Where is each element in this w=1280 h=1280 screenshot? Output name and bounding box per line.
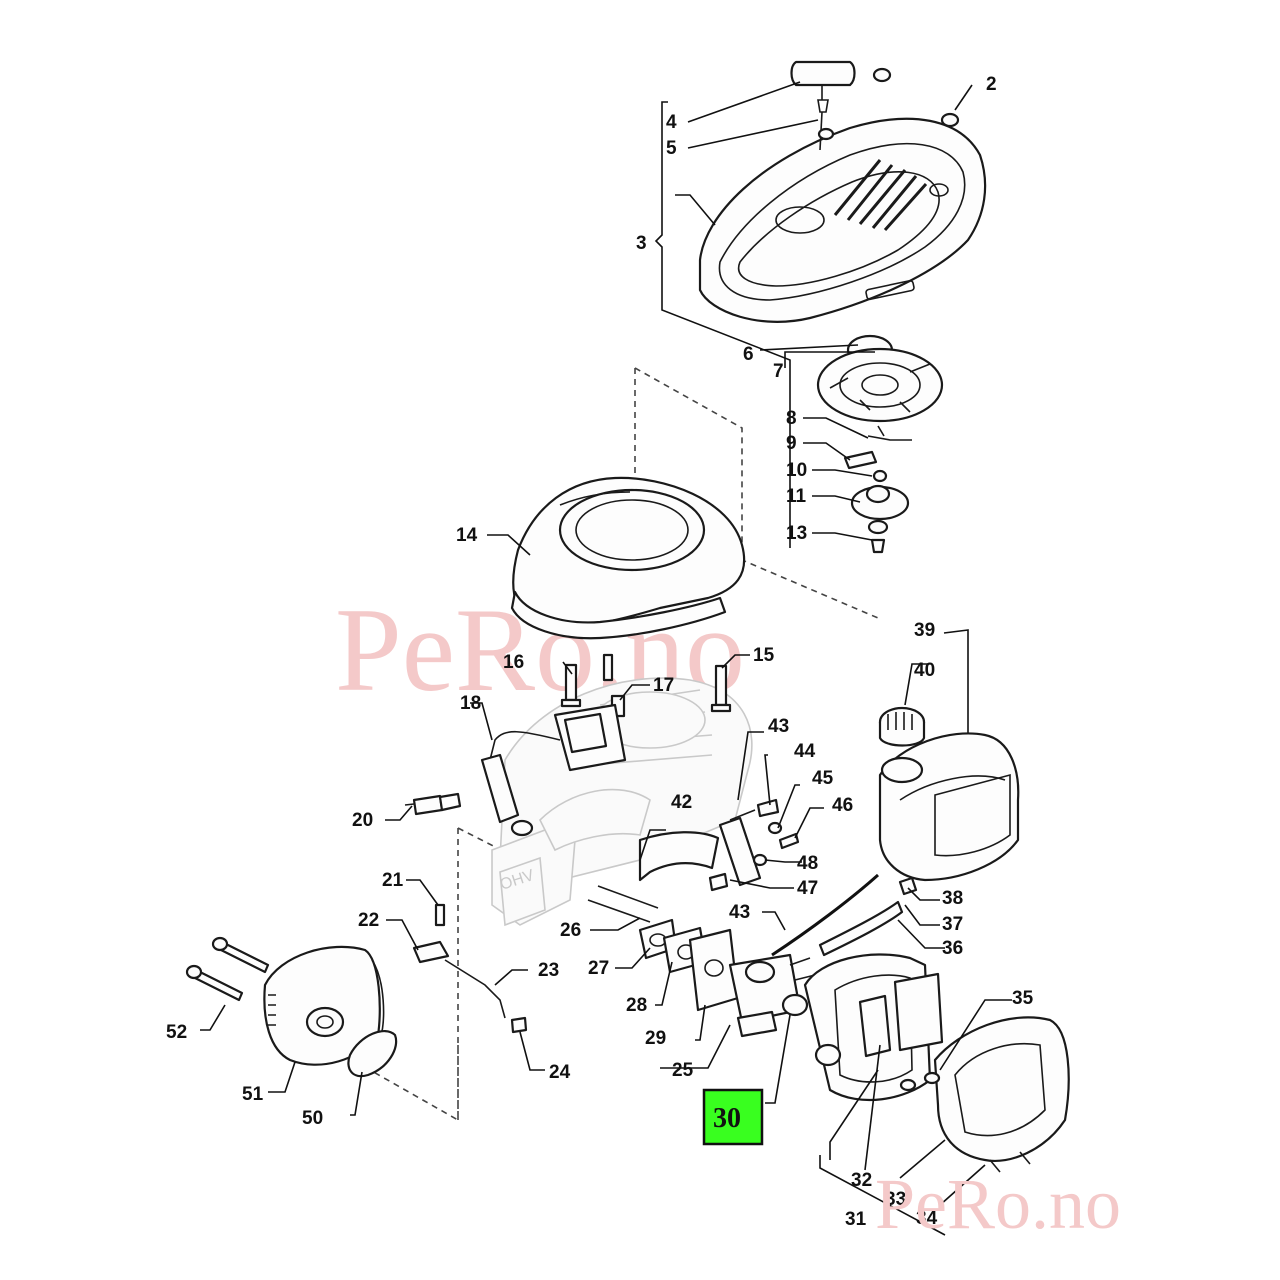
flywheel-hub: [850, 484, 910, 554]
blower-housing: [510, 476, 746, 640]
callout-18: 18: [460, 693, 481, 714]
starter-cover: [698, 117, 987, 323]
callout-37: 37: [942, 914, 963, 935]
callout-29: 29: [645, 1028, 666, 1049]
callout-23: 23: [538, 960, 559, 981]
watermark-corner: PeRo.no: [875, 1164, 1121, 1244]
callout-50: 50: [302, 1108, 323, 1129]
fuel-lines: [771, 873, 918, 957]
callout-7: 7: [773, 361, 784, 382]
callout-8: 8: [786, 408, 797, 429]
callout-43-lower: 43: [729, 902, 750, 923]
callout-4: 4: [666, 112, 677, 133]
bracket-39: [943, 629, 969, 735]
callout-33: 33: [885, 1189, 906, 1210]
callout-13: 13: [786, 523, 807, 544]
studs: [587, 885, 659, 923]
fasteners-44-48: [708, 798, 800, 892]
callout-26: 26: [560, 920, 581, 941]
throttle-link: [412, 903, 528, 1034]
spark-plug: [404, 792, 462, 816]
callout-16: 16: [503, 652, 524, 673]
intake-gaskets: [638, 918, 740, 1012]
callout-15: 15: [753, 645, 775, 666]
callout-31: 31: [845, 1209, 867, 1230]
callout-20: 20: [352, 810, 373, 831]
callout-43-upper: 43: [768, 716, 789, 737]
callout-52: 52: [166, 1022, 187, 1043]
starter-handle: [790, 60, 856, 151]
callout-27: 27: [588, 958, 609, 979]
callout-39: 39: [914, 620, 935, 641]
callout-51: 51: [242, 1084, 264, 1105]
callout-9: 9: [786, 433, 797, 454]
callout-32: 32: [851, 1170, 872, 1191]
callout-48: 48: [797, 853, 818, 874]
fuel-tank: [878, 706, 1020, 882]
bolts-shroud: [560, 653, 732, 718]
callout-44: 44: [794, 741, 816, 762]
callout-3: 3: [636, 233, 647, 254]
callout-24: 24: [549, 1062, 571, 1083]
callout-40: 40: [914, 660, 935, 681]
pawls-springs: [843, 425, 912, 483]
muffler-bolts: [185, 936, 270, 1002]
callout-17: 17: [653, 675, 674, 696]
nut-2: [940, 112, 960, 128]
callout-14: 14: [456, 525, 478, 546]
callout-46: 46: [832, 795, 853, 816]
callout-36: 36: [942, 938, 963, 959]
recoil-pulley: [816, 334, 944, 423]
callout-6: 6: [743, 344, 754, 365]
callout-25: 25: [672, 1060, 694, 1081]
callout-42: 42: [671, 792, 692, 813]
callout-11: 11: [786, 486, 807, 507]
intake-tube: [638, 809, 762, 887]
callout-45: 45: [812, 768, 834, 789]
leader-lines: [200, 81, 1012, 1206]
callout-47: 47: [797, 878, 818, 899]
callout-2: 2: [986, 74, 997, 95]
carburetor: [728, 953, 816, 1038]
callout-10: 10: [786, 460, 807, 481]
bracket-3: [654, 101, 791, 548]
callout-35: 35: [1012, 988, 1034, 1009]
callout-38: 38: [942, 888, 963, 909]
callout-22: 22: [358, 910, 379, 931]
bracket-31: [819, 1155, 946, 1236]
air-filter-base: [803, 953, 944, 1102]
callout-34: 34: [916, 1208, 938, 1229]
callout-21: 21: [382, 870, 404, 891]
callout-labels: 2 3 4 5 6 7 8 9 10 11 13 14 15 16 17 18 …: [166, 74, 1034, 1230]
muffler-gasket: [347, 1029, 398, 1078]
callout-28: 28: [626, 995, 647, 1016]
highlight-30-box[interactable]: [702, 1088, 764, 1146]
air-filter-cover: [899, 1016, 1070, 1173]
nut-2a: [872, 67, 892, 83]
ignition-coil: [480, 703, 627, 837]
highlight-30-label: 30: [713, 1103, 741, 1134]
muffler: [263, 945, 385, 1066]
nut-5: [817, 127, 835, 141]
callout-5: 5: [666, 138, 677, 159]
